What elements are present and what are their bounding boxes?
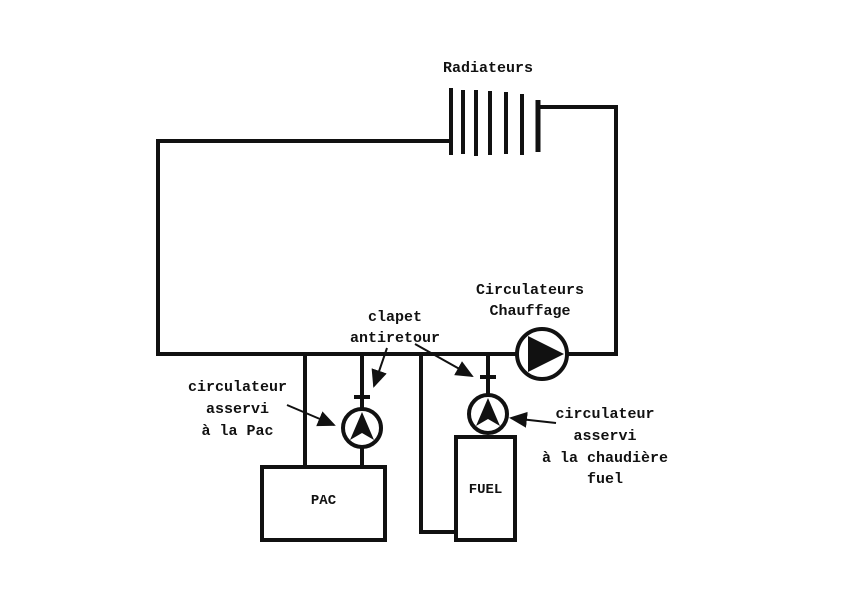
fuel-pump-arrow-icon (476, 398, 500, 426)
fuel-circulator-label-line2: asservi (573, 428, 637, 445)
fuel-circulator-label-line4: fuel (586, 471, 623, 488)
fuel-circulator-arrow (509, 411, 557, 428)
clapet-arrow-fuel (414, 343, 474, 377)
pac-circulator-label-line3: à la Pac (201, 423, 274, 440)
heating-circulator-label-line2: Chauffage (489, 303, 571, 320)
pac-pump-arrow-icon (350, 412, 374, 440)
check-valve-label-line1: clapet (367, 309, 422, 326)
radiators-label: Radiateurs (443, 60, 534, 77)
pac-circulator-label-line1: circulateur (187, 379, 288, 396)
pac-circulator-label-line2: asservi (205, 401, 269, 418)
fuel-circulator-label-line3: à la chaudière (541, 450, 669, 467)
pac-circulator-pump (341, 407, 383, 449)
fuel-return-pipe (419, 354, 456, 534)
pac-unit (260, 465, 387, 542)
check-valve-label-line2: antiretour (349, 330, 440, 347)
clapet-arrow-pac (371, 347, 388, 388)
fuel-boiler-label: FUEL (468, 482, 503, 498)
pac-circulator-arrow (286, 404, 336, 427)
fuel-circulator-pump (467, 393, 509, 435)
radiator (449, 88, 541, 156)
heating-circulator-pump (515, 327, 569, 381)
heating-circulator-label-line1: Circulateurs (475, 282, 585, 299)
heating-pump-arrow-icon (528, 336, 564, 372)
main-loop-pipe (156, 105, 618, 356)
fuel-circulator-label-line1: circulateur (555, 406, 655, 423)
pac-unit-label: PAC (310, 493, 337, 509)
fuel-boiler (454, 435, 517, 542)
